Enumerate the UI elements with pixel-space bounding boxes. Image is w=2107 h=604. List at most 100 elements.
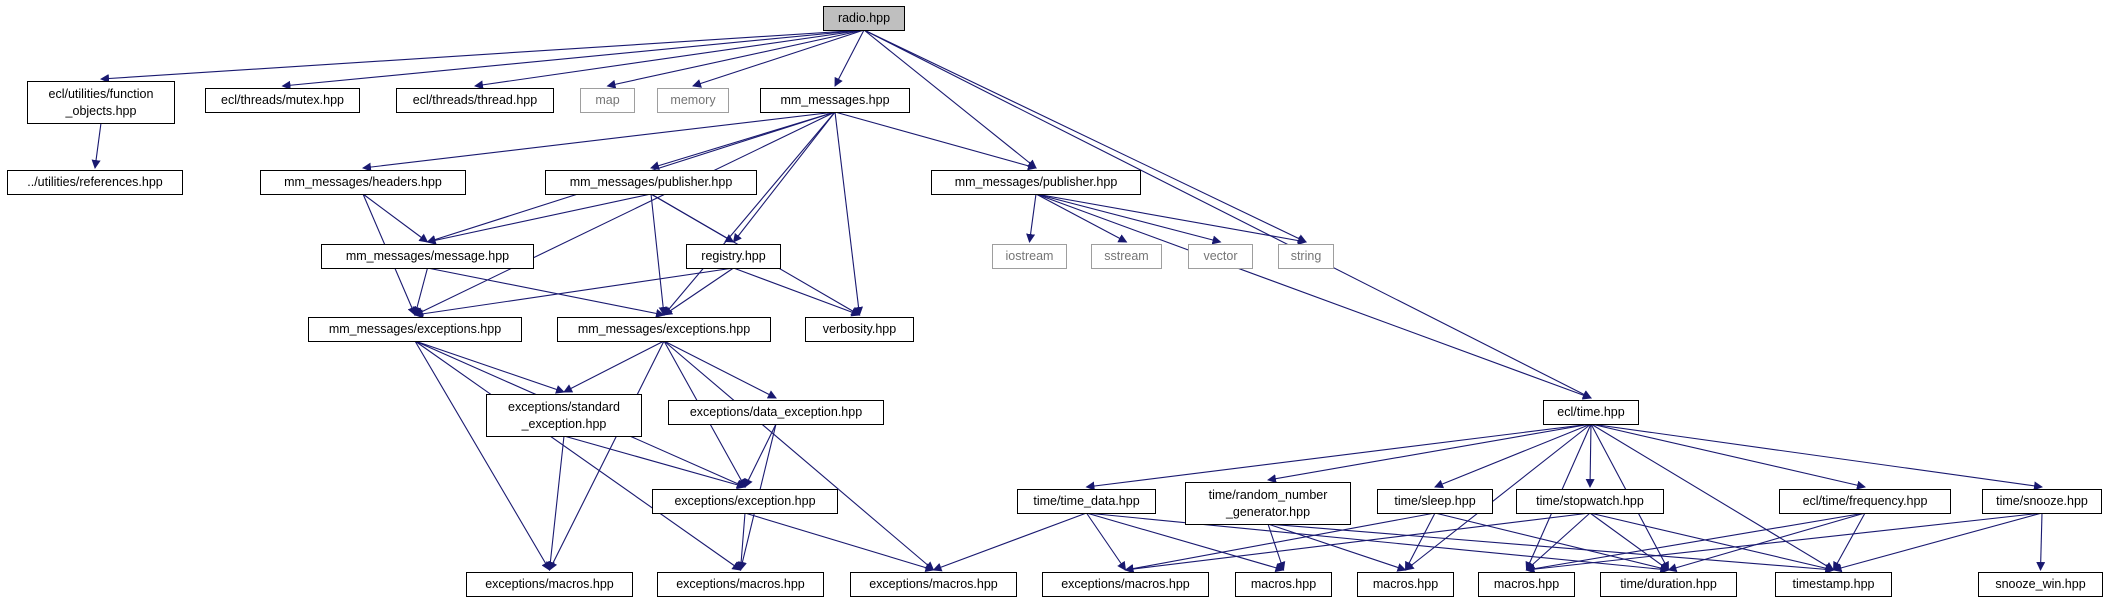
graph-node-refs[interactable]: ../utilities/references.hpp bbox=[7, 170, 183, 195]
graph-node-snooze[interactable]: time/snooze.hpp bbox=[1982, 489, 2102, 514]
graph-node-rng[interactable]: time/random_number _generator.hpp bbox=[1185, 482, 1351, 525]
edge-funcobj-refs bbox=[91, 122, 102, 169]
graph-node-mm[interactable]: mm_messages.hpp bbox=[760, 88, 910, 113]
edge-radio-mutex bbox=[281, 29, 865, 90]
edge-pub2-iostream bbox=[1026, 193, 1037, 243]
graph-node-sstream: sstream bbox=[1091, 244, 1162, 269]
edge-stopwatch-timestamp bbox=[1589, 512, 1835, 573]
graph-node-sleep[interactable]: time/sleep.hpp bbox=[1377, 489, 1493, 514]
graph-node-mutex[interactable]: ecl/threads/mutex.hpp bbox=[205, 88, 360, 113]
edge-ecltime-snooze bbox=[1590, 423, 2043, 491]
edge-headers-message bbox=[362, 193, 429, 243]
graph-node-string: string bbox=[1278, 244, 1334, 269]
edge-snooze-timestamp bbox=[1832, 512, 2043, 573]
edge-pub2-string bbox=[1035, 193, 1307, 246]
edge-timedata-mac1 bbox=[1086, 512, 1285, 573]
edge-radio-map bbox=[606, 29, 865, 89]
edge-pub2-sstream bbox=[1035, 193, 1128, 243]
edge-mm-pub2 bbox=[834, 111, 1037, 171]
graph-node-map: map bbox=[580, 88, 635, 113]
edge-exc2-dataexc bbox=[663, 340, 777, 399]
graph-node-stdexc[interactable]: exceptions/standard _exception.hpp bbox=[486, 394, 642, 437]
graph-node-headers[interactable]: mm_messages/headers.hpp bbox=[260, 170, 466, 195]
graph-node-exc2[interactable]: mm_messages/exceptions.hpp bbox=[557, 317, 771, 342]
edge-pub2-ecltime bbox=[1035, 193, 1592, 400]
graph-node-emac3[interactable]: exceptions/macros.hpp bbox=[850, 572, 1017, 597]
edge-timedata-emac3 bbox=[932, 512, 1087, 572]
edge-sleep-emac4 bbox=[1124, 512, 1436, 573]
edge-dataexc-excep bbox=[744, 423, 777, 488]
graph-node-funcobj[interactable]: ecl/utilities/function _objects.hpp bbox=[27, 81, 175, 124]
graph-node-timedata[interactable]: time/time_data.hpp bbox=[1017, 489, 1156, 514]
graph-node-verbosity[interactable]: verbosity.hpp bbox=[805, 317, 914, 342]
graph-node-message[interactable]: mm_messages/message.hpp bbox=[321, 244, 534, 269]
edge-stopwatch-duration bbox=[1589, 512, 1670, 571]
graph-node-pub1[interactable]: mm_messages/publisher.hpp bbox=[545, 170, 757, 195]
edge-radio-ecltime bbox=[863, 29, 1592, 399]
edge-mm-headers bbox=[362, 111, 836, 172]
edge-registry-exc1 bbox=[414, 267, 734, 319]
graph-node-snoozewin[interactable]: snooze_win.hpp bbox=[1978, 572, 2103, 597]
edge-ecltime-freq bbox=[1590, 423, 1866, 490]
edge-exc1-emac2 bbox=[414, 340, 742, 571]
graph-node-emac2[interactable]: exceptions/macros.hpp bbox=[657, 572, 824, 597]
edge-snooze-mac3 bbox=[1525, 512, 2043, 574]
edge-rng-timestamp bbox=[1267, 523, 1835, 574]
edge-rng-mac1 bbox=[1267, 523, 1286, 571]
graph-node-duration[interactable]: time/duration.hpp bbox=[1600, 572, 1737, 597]
graph-node-excep[interactable]: exceptions/exception.hpp bbox=[652, 489, 838, 514]
edge-snooze-snoozewin bbox=[2036, 512, 2046, 571]
edge-freq-timestamp bbox=[1833, 512, 1866, 571]
edge-ecltime-timestamp bbox=[1590, 423, 1835, 571]
edge-exc1-stdexc bbox=[414, 340, 565, 394]
edge-ecltime-mac2 bbox=[1404, 423, 1592, 571]
edge-sleep-duration bbox=[1434, 512, 1670, 573]
edge-message-exc1 bbox=[412, 267, 429, 316]
edge-exc1-emac1 bbox=[414, 340, 551, 571]
edge-excep-emac2 bbox=[736, 512, 746, 571]
graph-node-thread[interactable]: ecl/threads/thread.hpp bbox=[396, 88, 554, 113]
edge-exc2-emac1 bbox=[549, 340, 665, 571]
graph-node-registry[interactable]: registry.hpp bbox=[686, 244, 781, 269]
edge-message-exc2 bbox=[427, 267, 665, 318]
edge-mm-exc2 bbox=[663, 111, 836, 316]
edge-timedata-emac4 bbox=[1086, 512, 1127, 571]
edge-radio-pub2 bbox=[863, 29, 1037, 169]
graph-node-radio: radio.hpp bbox=[823, 6, 905, 31]
edge-registry-verbosity bbox=[733, 267, 861, 317]
edge-pub1-exc2 bbox=[650, 193, 668, 316]
graph-node-emac4[interactable]: exceptions/macros.hpp bbox=[1042, 572, 1209, 597]
edge-mm-registry bbox=[732, 111, 836, 243]
graph-node-mac1[interactable]: macros.hpp bbox=[1235, 572, 1332, 597]
edge-radio-mm bbox=[834, 29, 865, 87]
edge-radio-string bbox=[863, 29, 1307, 243]
graph-node-emac1[interactable]: exceptions/macros.hpp bbox=[466, 572, 633, 597]
graph-node-vector: vector bbox=[1188, 244, 1253, 269]
graph-node-mac2[interactable]: macros.hpp bbox=[1357, 572, 1454, 597]
graph-node-stopwatch[interactable]: time/stopwatch.hpp bbox=[1516, 489, 1664, 514]
graph-node-ecltime[interactable]: ecl/time.hpp bbox=[1543, 400, 1639, 425]
graph-node-timestamp[interactable]: timestamp.hpp bbox=[1775, 572, 1892, 597]
edge-radio-funcobj bbox=[100, 29, 865, 83]
edge-radio-memory bbox=[692, 29, 865, 88]
edge-excep-emac3 bbox=[744, 512, 935, 572]
edge-exc2-emac3 bbox=[663, 340, 935, 571]
edge-freq-duration bbox=[1667, 512, 1866, 573]
graph-node-freq[interactable]: ecl/time/frequency.hpp bbox=[1779, 489, 1951, 514]
edge-pub2-vector bbox=[1035, 193, 1222, 245]
graph-node-mac3[interactable]: macros.hpp bbox=[1478, 572, 1575, 597]
graph-node-dataexc[interactable]: exceptions/data_exception.hpp bbox=[668, 400, 884, 425]
edge-registry-exc2 bbox=[663, 267, 734, 316]
edge-timedata-duration bbox=[1086, 512, 1670, 574]
edge-pub1-message bbox=[426, 193, 652, 245]
graph-node-iostream: iostream bbox=[992, 244, 1067, 269]
edge-stopwatch-emac4 bbox=[1124, 512, 1591, 574]
edge-rng-mac2 bbox=[1267, 523, 1407, 572]
edge-ecltime-stopwatch bbox=[1585, 423, 1595, 488]
edge-stopwatch-mac3 bbox=[1525, 512, 1591, 571]
edge-ecltime-rng bbox=[1267, 423, 1592, 484]
graph-node-pub2[interactable]: mm_messages/publisher.hpp bbox=[931, 170, 1141, 195]
graph-node-exc1[interactable]: mm_messages/exceptions.hpp bbox=[308, 317, 522, 342]
edge-stdexc-emac1 bbox=[545, 435, 565, 571]
